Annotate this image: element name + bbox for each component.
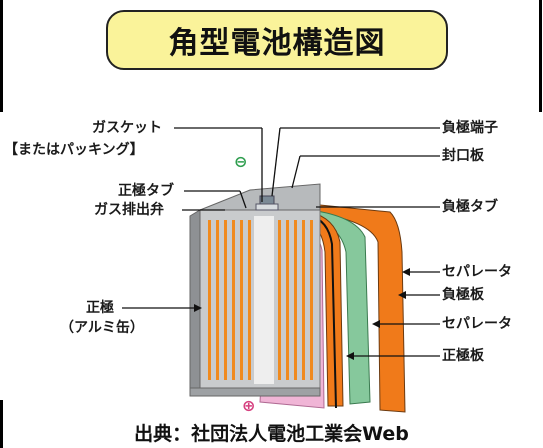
label-positive-can-line2: （アルミ缶） xyxy=(60,320,144,336)
leader-lines xyxy=(122,127,440,357)
frame-left-top xyxy=(0,0,3,112)
source-citation: 出典：社団法人電池工業会Web xyxy=(134,423,409,445)
center-gap xyxy=(254,216,274,384)
arrow-heads xyxy=(194,268,410,360)
battery-illustration xyxy=(122,127,440,413)
diagram-title: 角型電池構造図 xyxy=(106,10,448,70)
label-negative-tab: 負極タブ xyxy=(442,199,498,215)
label-gas-vent: ガス排出弁 xyxy=(94,202,164,218)
label-gasket: ガスケット xyxy=(92,120,162,136)
label-positive-can-line1: 正極 xyxy=(86,300,114,316)
frame-right-top xyxy=(539,0,542,118)
electrode-stripes xyxy=(208,220,313,380)
battery-diagram: ⊖ ⊕ ガスケット 【またはパッキング】 正極タブ ガス排出弁 正極 （アルミ缶… xyxy=(4,112,543,418)
aluminum-can-bottom xyxy=(189,387,321,397)
label-negative-plate: 負極板 xyxy=(442,287,484,303)
label-sealing-plate: 封口板 xyxy=(442,148,484,164)
label-separator-2: セパレータ xyxy=(442,316,512,332)
negative-symbol: ⊖ xyxy=(234,152,248,171)
label-or-packing: 【またはパッキング】 xyxy=(4,142,144,158)
label-positive-plate: 正極板 xyxy=(442,348,484,364)
gasket-shape xyxy=(255,203,279,211)
positive-symbol: ⊕ xyxy=(242,396,256,415)
aluminum-can-side xyxy=(189,209,201,395)
label-separator-1: セパレータ xyxy=(442,264,512,280)
label-negative-terminal: 負極端子 xyxy=(442,120,498,136)
frame-left-bottom xyxy=(0,400,3,448)
label-positive-tab: 正極タブ xyxy=(118,183,174,199)
